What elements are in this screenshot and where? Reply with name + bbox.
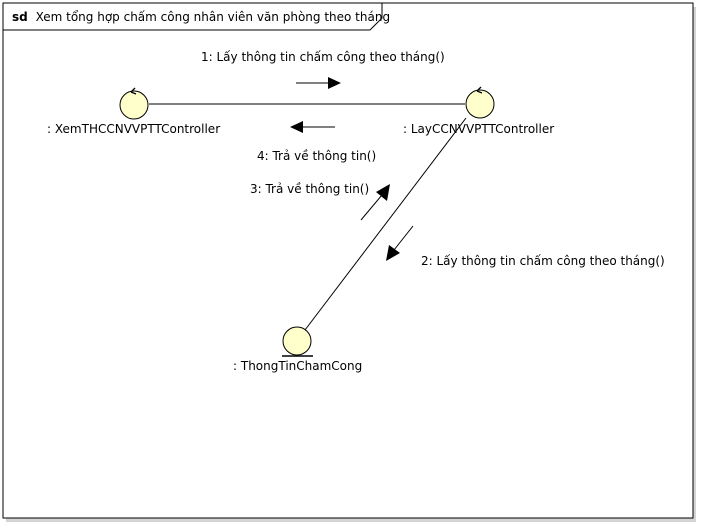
control-icon	[465, 89, 495, 119]
message-label-3: 3: Trả về thông tin()	[250, 182, 369, 196]
frame-title-text: Xem tổng hợp chấm công nhân viên văn phò…	[36, 10, 391, 24]
object-label-view: : XemTHCCNVVPTTController	[47, 122, 220, 136]
message-label-1: 1: Lấy thông tin chấm công theo tháng()	[201, 50, 445, 64]
entity-object[interactable]	[282, 326, 313, 357]
control-arrowhead-icon	[130, 87, 137, 95]
frame-keyword: sd	[12, 10, 28, 24]
frame-title: sd Xem tổng hợp chấm công nhân viên văn …	[12, 10, 390, 24]
message-arrow-3	[360, 184, 390, 221]
frame-title-tab	[2, 2, 383, 31]
message-label-2: 2: Lấy thông tin chấm công theo tháng()	[421, 254, 665, 268]
control-icon	[119, 90, 149, 120]
message-arrow-2	[386, 225, 414, 261]
link-get-entity	[304, 117, 467, 331]
message-arrow-1	[296, 77, 341, 89]
entity-icon	[282, 326, 312, 356]
control-object-view[interactable]	[119, 87, 149, 120]
control-arrowhead-icon	[476, 86, 483, 94]
sd-frame	[2, 2, 694, 519]
object-label-get: : LayCCNVVPTTController	[403, 122, 554, 136]
object-label-entity: : ThongTinChamCong	[233, 359, 362, 373]
message-arrow-4	[290, 121, 335, 133]
control-object-get[interactable]	[465, 86, 495, 119]
message-label-4: 4: Trả về thông tin()	[257, 149, 376, 163]
